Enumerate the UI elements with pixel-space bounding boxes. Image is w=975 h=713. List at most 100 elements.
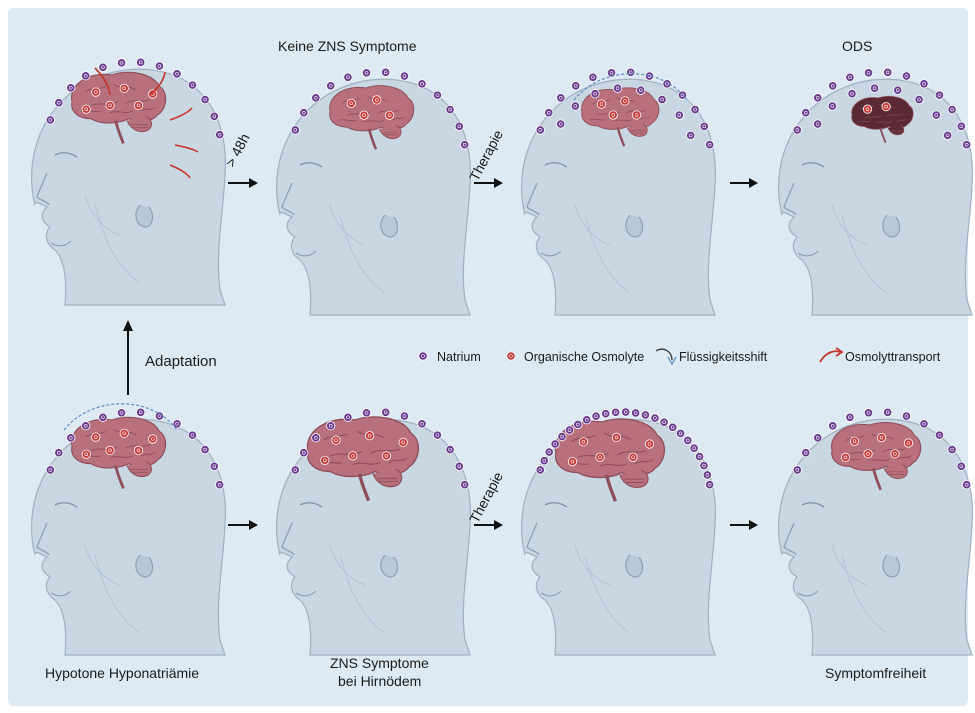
natrium-dot bbox=[793, 126, 801, 134]
natrium-dot bbox=[932, 111, 940, 119]
natrium-dot bbox=[829, 422, 837, 430]
natrium-dot bbox=[675, 111, 683, 119]
natrium-dot bbox=[962, 481, 970, 489]
natrium-dot bbox=[705, 141, 713, 149]
natrium-dot bbox=[920, 80, 928, 88]
osmolyte-dot bbox=[621, 97, 629, 105]
natrium-dot bbox=[695, 452, 703, 460]
natrium-dot bbox=[846, 73, 854, 81]
osmolyte-dot bbox=[92, 88, 100, 96]
head-no-symptoms bbox=[277, 68, 471, 315]
natrium-dot bbox=[637, 86, 645, 94]
osmolyte-dot bbox=[120, 429, 128, 437]
legend-transport-icon bbox=[820, 351, 840, 362]
natrium-dot bbox=[327, 422, 335, 430]
osmolyte-dot bbox=[134, 101, 142, 109]
natrium-dot bbox=[312, 94, 320, 102]
natrium-dot bbox=[660, 418, 668, 426]
arrow-adaptation bbox=[123, 320, 133, 395]
head-ods bbox=[779, 68, 973, 315]
natrium-dot bbox=[173, 70, 181, 78]
osmolyte-dot bbox=[597, 100, 605, 108]
natrium-dot bbox=[920, 420, 928, 428]
natrium-dot bbox=[705, 481, 713, 489]
natrium-dot bbox=[201, 445, 209, 453]
natrium-dot bbox=[400, 412, 408, 420]
natrium-dot bbox=[793, 466, 801, 474]
osmolyte-dot bbox=[134, 446, 142, 454]
osmolyte-dot bbox=[349, 452, 357, 460]
head-therapy-bottom bbox=[522, 408, 716, 655]
natrium-dot bbox=[602, 410, 610, 418]
osmolyte-dot bbox=[877, 433, 885, 441]
osmolyte-dot bbox=[385, 111, 393, 119]
natrium-dot bbox=[117, 59, 125, 67]
osmolyte-dot bbox=[92, 433, 100, 441]
natrium-dot bbox=[155, 412, 163, 420]
legend-osmolyte-label: Organische Osmolyte bbox=[524, 350, 644, 364]
natrium-dot bbox=[46, 466, 54, 474]
osmolyte-dot bbox=[632, 111, 640, 119]
natrium-dot bbox=[291, 126, 299, 134]
osmolyte-dot bbox=[882, 102, 890, 110]
natrium-dot bbox=[943, 131, 951, 139]
natrium-dot bbox=[613, 84, 621, 92]
natrium-dot bbox=[344, 413, 352, 421]
natrium-dot bbox=[962, 141, 970, 149]
natrium-dot bbox=[565, 426, 573, 434]
natrium-dot bbox=[621, 408, 629, 416]
natrium-dot bbox=[557, 94, 565, 102]
osmolyte-dot bbox=[360, 111, 368, 119]
natrium-dot bbox=[686, 131, 694, 139]
natrium-dot bbox=[82, 72, 90, 80]
head-hyponatremia bbox=[32, 404, 226, 655]
natrium-dot bbox=[690, 444, 698, 452]
osmolyte-dot bbox=[841, 453, 849, 461]
natrium-dot bbox=[668, 423, 676, 431]
arrow-edema bbox=[228, 520, 258, 530]
natrium-dot bbox=[556, 120, 564, 128]
natrium-dot bbox=[902, 412, 910, 420]
osmolyte-dot bbox=[373, 96, 381, 104]
natrium-dot bbox=[344, 73, 352, 81]
osmolyte-dot bbox=[863, 105, 871, 113]
natrium-dot bbox=[545, 109, 553, 117]
osmolyte-dot bbox=[106, 101, 114, 109]
head-therapy-top bbox=[522, 68, 716, 315]
osmolyte-dot bbox=[382, 452, 390, 460]
osmolyte-dot bbox=[365, 431, 373, 439]
head-adaptation bbox=[32, 58, 226, 305]
label-hypotone-hyponatriamie: Hypotone Hyponatriämie bbox=[45, 665, 199, 681]
natrium-dot bbox=[136, 408, 144, 416]
natrium-dot bbox=[312, 434, 320, 442]
osmolyte-dot bbox=[149, 90, 157, 98]
natrium-dot bbox=[381, 408, 389, 416]
label-zns-symptome: ZNS Symptome bbox=[330, 655, 429, 671]
natrium-dot bbox=[446, 105, 454, 113]
head-symptom-free bbox=[779, 408, 973, 655]
natrium-dot bbox=[641, 411, 649, 419]
natrium-dot bbox=[651, 414, 659, 422]
natrium-dot bbox=[99, 413, 107, 421]
natrium-dot bbox=[381, 68, 389, 76]
natrium-dot bbox=[99, 63, 107, 71]
natrium-dot bbox=[864, 409, 872, 417]
natrium-dot bbox=[658, 95, 666, 103]
osmolyte-dot bbox=[904, 439, 912, 447]
natrium-dot bbox=[611, 408, 619, 416]
osmolyte-dot bbox=[399, 438, 407, 446]
label-bei-hirnodem: bei Hirnödem bbox=[338, 673, 421, 689]
natrium-dot bbox=[136, 58, 144, 66]
osmolyte-dot bbox=[106, 446, 114, 454]
natrium-dot bbox=[864, 69, 872, 77]
natrium-dot bbox=[455, 122, 463, 130]
natrium-dot bbox=[935, 91, 943, 99]
natrium-dot bbox=[626, 68, 634, 76]
natrium-dot bbox=[362, 409, 370, 417]
natrium-dot bbox=[583, 416, 591, 424]
arrow-ods bbox=[730, 178, 758, 188]
natrium-dot bbox=[676, 429, 684, 437]
legend-fluid-shift-icon bbox=[656, 349, 672, 360]
natrium-dot bbox=[215, 481, 223, 489]
natrium-dot bbox=[915, 95, 923, 103]
